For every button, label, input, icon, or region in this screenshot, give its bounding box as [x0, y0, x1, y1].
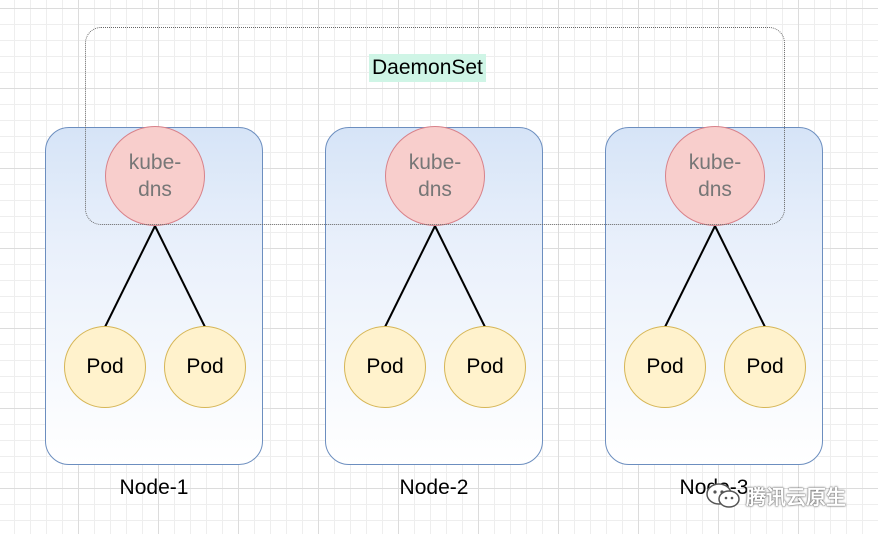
pod-label: Pod — [366, 355, 404, 378]
pod-node-2-b: Pod — [444, 326, 526, 408]
pod-node-3-b: Pod — [724, 326, 806, 408]
kube-dns-node-2: kube-dns — [385, 126, 485, 226]
edge-node1-pod1 — [104, 225, 156, 328]
pod-label: Pod — [646, 355, 684, 378]
watermark: 腾讯云原生 — [706, 481, 846, 510]
kube-dns-label-line1: kube- — [408, 151, 462, 174]
edge-node3-pod2 — [714, 225, 766, 328]
watermark-text: 腾讯云原生 — [746, 487, 846, 509]
daemonset-label: DaemonSet — [369, 54, 486, 82]
pod-label: Pod — [466, 355, 504, 378]
kube-dns-label-line1: kube- — [128, 151, 182, 174]
pod-node-2-a: Pod — [344, 326, 426, 408]
kube-dns-label-line2: dns — [138, 178, 172, 201]
pod-node-1-b: Pod — [164, 326, 246, 408]
kube-dns-node-3: kube-dns — [665, 126, 765, 226]
pod-label: Pod — [746, 355, 784, 378]
edge-node2-pod1 — [384, 225, 436, 328]
edge-node3-pod1 — [664, 225, 716, 328]
edge-node2-pod2 — [434, 225, 486, 328]
pod-node-3-a: Pod — [624, 326, 706, 408]
daemonset-group-outline — [85, 27, 785, 225]
kube-dns-node-1: kube-dns — [105, 126, 205, 226]
kube-dns-label-line1: kube- — [688, 151, 742, 174]
node-2-label: Node-2 — [399, 476, 469, 499]
wechat-icon — [706, 482, 740, 510]
kube-dns-label-line2: dns — [698, 178, 732, 201]
edge-node1-pod2 — [154, 225, 206, 328]
pod-node-1-a: Pod — [64, 326, 146, 408]
kube-dns-label-line2: dns — [418, 178, 452, 201]
node-1-label: Node-1 — [119, 476, 189, 499]
pod-label: Pod — [186, 355, 224, 378]
pod-label: Pod — [86, 355, 124, 378]
